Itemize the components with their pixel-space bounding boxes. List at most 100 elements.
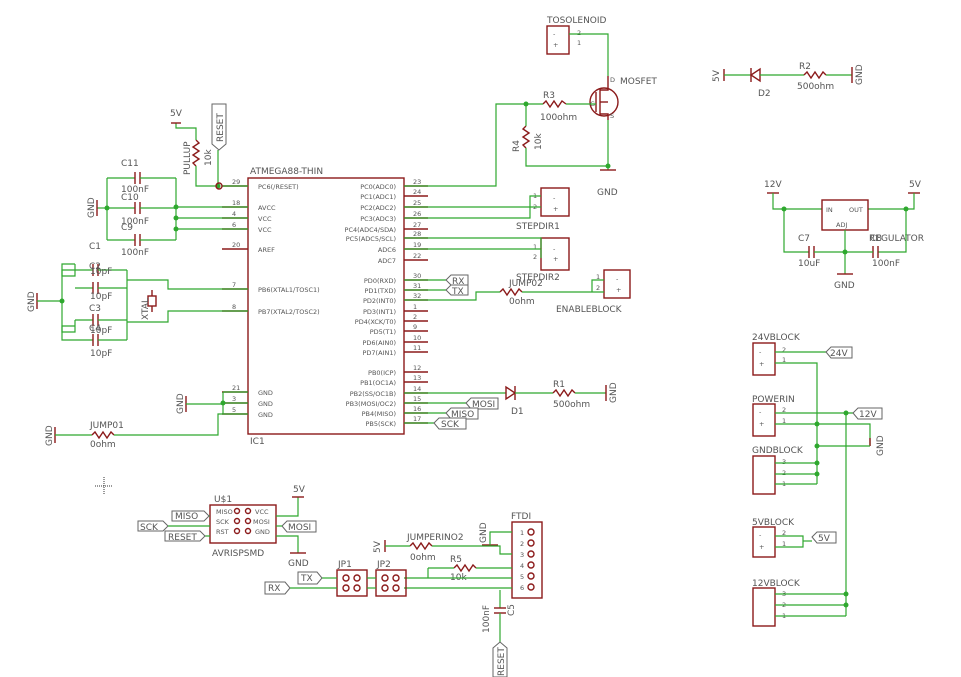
svg-text:1: 1 [577,39,581,47]
svg-text:GND: GND [834,281,855,291]
gnd-symbol-d1: GND [605,382,619,403]
capacitor-c4[interactable]: C4 10pF [75,324,127,359]
svg-text:OUT: OUT [849,206,863,214]
svg-text:100nF: 100nF [872,259,900,269]
svg-text:2: 2 [782,406,786,414]
mosfet[interactable]: MOSFET G D S [589,76,657,120]
svg-text:5V: 5V [818,534,831,544]
jumper-jump01[interactable]: JUMP01 0ohm [55,421,124,450]
connector-stepdir1[interactable]: STEPDIR1 1 2 - + [516,187,570,232]
resistor-r2[interactable]: R2 500ohm [797,62,834,92]
connector-gndblock[interactable]: GNDBLOCK 3 2 1 [752,446,804,495]
mcu-name: ATMEGA88-THIN [250,167,323,177]
mcu-ref: IC1 [250,437,265,447]
avrisp-header[interactable]: U$1 AVRISPSMD MISO SCK RST VCC MOSI GND [209,495,277,559]
svg-text:5VBLOCK: 5VBLOCK [752,518,795,528]
svg-text:POWERIN: POWERIN [752,395,795,405]
mcu-right-pins: 23PC0(ADC0)24PC1(ADC1)25PC2(ADC2)26PC3(A… [345,178,428,428]
resistor-r1[interactable]: R1 500ohm [552,380,590,410]
mcu-pin-number: 3 [232,395,236,403]
mcu-pin-label: PB3(MOSI/OC2) [346,400,396,408]
mcu-pin-label: PD4(XCK/T0) [355,318,396,326]
capacitor-c9[interactable]: C9 100nF [107,223,176,258]
mcu-pin-number: 18 [232,199,240,207]
mcu-pin-number: 19 [413,241,421,249]
jumper-jump02[interactable]: JUMP02 0ohm [499,279,543,307]
svg-text:AVRISPSMD: AVRISPSMD [212,549,264,559]
mcu-pin-label: PB4(MISO) [362,410,396,418]
svg-text:ADJ: ADJ [836,221,847,229]
svg-text:ENABLEBLOCK: ENABLEBLOCK [556,305,623,315]
svg-text:MISO: MISO [451,410,474,420]
svg-text:D: D [610,76,615,84]
jumper-jp1[interactable]: JP1 [336,560,368,597]
svg-text:0ohm: 0ohm [410,553,436,563]
svg-text:GND: GND [45,425,55,446]
crosshair-cursor-icon [95,477,113,495]
connector-12vblock[interactable]: 12VBLOCK 3 2 1 [752,579,801,627]
svg-text:RESET: RESET [168,533,197,543]
connector-powerin[interactable]: POWERIN 2 1 - + [752,395,795,437]
svg-text:JUMP01: JUMP01 [89,421,124,431]
power-5v-pullup: 5V [170,109,183,124]
resistor-r5[interactable]: R5 10k [450,555,477,583]
jumper-jumperino2[interactable]: JUMPERINO2 0ohm [406,533,464,563]
capacitor-c1[interactable]: C1 10pF [75,242,127,277]
mcu-ic1[interactable]: ATMEGA88-THIN IC1 29PC6(/RESET)18AVCC4VC… [222,167,428,447]
svg-text:3: 3 [782,458,786,466]
mcu-pin-label: PD2(INT0) [363,297,396,305]
svg-text:RESET: RESET [216,113,226,142]
svg-text:+: + [553,205,558,213]
svg-text:R3: R3 [543,91,555,101]
svg-text:100nF: 100nF [121,248,149,258]
svg-text:D2: D2 [758,89,771,99]
net-flag-tx: TX [445,284,469,297]
connector-tosolenoid[interactable]: TOSOLENOID 2 1 - + [546,16,607,55]
power-5v-isp: 5V [292,485,306,498]
mcu-pin-label: PB5(SCK) [365,420,396,428]
capacitor-c3[interactable]: C3 10pF [75,304,127,336]
net-flag-miso-isp: MISO [171,510,210,522]
svg-text:RST: RST [216,528,229,536]
mcu-pin-number: 5 [232,406,236,414]
svg-text:D1: D1 [511,407,524,417]
gnd-symbol-reg: GND [834,273,855,291]
svg-text:500ohm: 500ohm [797,82,834,92]
mcu-pin-number: 7 [232,281,236,289]
mcu-pin-label: PC4(ADC4/SDA) [345,226,396,234]
svg-text:GND: GND [855,64,865,85]
connector-ftdi[interactable]: FTDI 1 2 3 4 5 6 [511,512,543,599]
capacitor-c2[interactable]: C2 10pF [75,262,127,302]
connector-24vblock[interactable]: 24VBLOCK 2 1 - + [752,333,801,376]
resistor-r3[interactable]: R3 100ohm [540,91,577,123]
mcu-pin-label: PB2(SS/OC1B) [350,390,396,398]
svg-text:5V: 5V [373,540,383,553]
connector-stepdir2[interactable]: STEPDIR2 1 2 - + [516,237,570,283]
mcu-pin-label: PC5(ADC5/SCL) [346,235,396,243]
capacitor-c10[interactable]: C10 100nF [107,193,176,227]
mcu-pin-label: VCC [258,226,272,234]
pullup-resistor[interactable]: PULLUP 10k [183,139,214,175]
capacitor-c11[interactable]: C11 100nF [107,159,176,195]
svg-text:GND: GND [479,522,489,543]
net-flag-sck-isp: SCK [137,520,169,533]
resistor-r4[interactable]: R4 10k [512,125,544,152]
svg-text:MOSI: MOSI [288,523,311,533]
connector-enableblock[interactable]: ENABLEBLOCK 1 2 - + [556,269,631,315]
svg-text:+: + [759,420,764,428]
svg-text:GNDBLOCK: GNDBLOCK [752,446,804,456]
svg-text:R4: R4 [512,140,522,152]
crystal-xtal[interactable]: XTAL [141,290,157,320]
net-flag-reset-ftdi: RESET [492,641,508,677]
svg-text:-: - [616,275,619,283]
jumper-jp2[interactable]: JP2 [375,560,407,597]
connector-5vblock[interactable]: 5VBLOCK 2 1 - + [752,518,795,558]
svg-text:JUMPERINO2: JUMPERINO2 [406,533,464,543]
mcu-pin-label: PB6(XTAL1/TOSC1) [258,286,320,294]
led-d1[interactable]: D1 [505,385,524,417]
led-d2[interactable]: D2 [749,67,771,99]
mcu-pin-number: 1 [413,303,417,311]
svg-text:RX: RX [452,277,464,287]
reset-flag-top: RESET [211,103,227,151]
svg-text:C7: C7 [798,234,810,244]
